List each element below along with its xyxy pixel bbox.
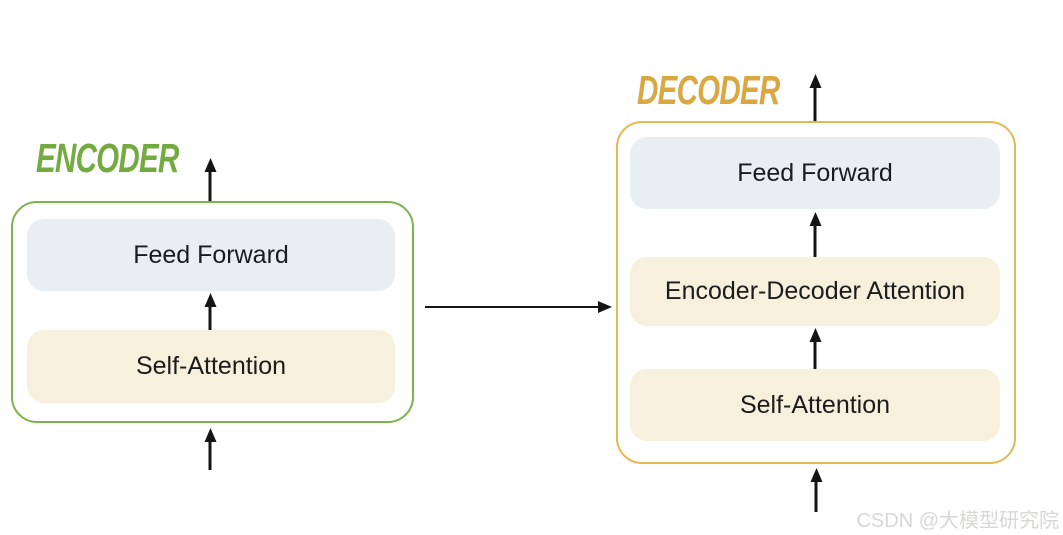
decoder-internal-arrow-lower-icon [809, 328, 822, 369]
arrow-shaft [208, 307, 212, 330]
decoder-internal-arrow-upper-icon [809, 212, 822, 257]
decoder-feed-forward-label: Feed Forward [737, 158, 893, 187]
encoder-internal-arrow-icon [204, 293, 217, 330]
encoder-self-attention-label: Self-Attention [135, 352, 287, 380]
decoder-feed-forward-block: Feed Forward [630, 137, 1000, 209]
encoder-section-label: ENCODER [36, 135, 179, 181]
decoder-output-arrow-icon [809, 74, 822, 121]
arrowhead-up-icon [204, 158, 216, 172]
encoder-feed-forward-block: Feed Forward [27, 219, 395, 291]
decoder-input-arrow-icon [810, 468, 823, 512]
decoder-self-attention-label: Self-Attention [739, 390, 891, 419]
decoder-encoder-decoder-attention-label: Encoder-Decoder Attention [664, 277, 966, 305]
arrow-shaft [208, 442, 212, 470]
decoder-encoder-decoder-attention-block: Encoder-Decoder Attention [630, 257, 1000, 326]
encoder-to-decoder-arrow-icon [425, 301, 612, 314]
encoder-output-arrow-icon [204, 158, 217, 201]
encoder-self-attention-block: Self-Attention [27, 330, 395, 403]
arrow-shaft [208, 172, 212, 201]
arrowhead-right-icon [598, 301, 612, 313]
arrowhead-up-icon [809, 212, 821, 226]
decoder-section-label: DECODER [637, 67, 780, 113]
arrowhead-up-icon [810, 468, 822, 482]
arrow-shaft [425, 305, 598, 309]
encoder-input-arrow-icon [204, 428, 217, 470]
arrow-shaft [813, 226, 817, 257]
arrow-shaft [814, 482, 818, 512]
encoder-feed-forward-label: Feed Forward [133, 240, 289, 269]
arrow-shaft [813, 342, 817, 369]
arrowhead-up-icon [809, 328, 821, 342]
decoder-self-attention-block: Self-Attention [630, 369, 1000, 441]
arrowhead-up-icon [809, 74, 821, 88]
arrowhead-up-icon [204, 428, 216, 442]
watermark-text: CSDN @大模型研究院 [856, 510, 1059, 532]
arrow-shaft [813, 88, 817, 121]
arrowhead-up-icon [204, 293, 216, 307]
